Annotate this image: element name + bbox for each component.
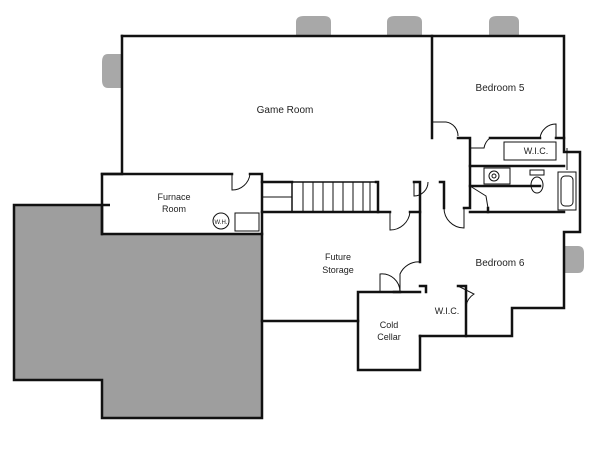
window-well-top-right (489, 16, 519, 36)
window-well-left (102, 54, 122, 88)
sink-icon (488, 170, 500, 182)
label-furnace-room: Room (162, 204, 186, 214)
label-bedroom-5: Bedroom 5 (476, 83, 525, 94)
interior-walls (100, 34, 566, 338)
stairs (262, 181, 379, 213)
door-bedroom5 (432, 121, 459, 137)
door-storage (389, 211, 411, 231)
door-bedroom6 (399, 261, 421, 292)
window-well-top-left (296, 16, 331, 36)
label-wic-lower: W.I.C. (435, 306, 460, 316)
door-bedroom6-top (443, 207, 465, 229)
room-labels: Game Room Bedroom 5 W.I.C. Furnace Room … (157, 83, 548, 342)
label-wic-upper: W.I.C. (524, 146, 549, 156)
door-wic-lower (457, 285, 476, 307)
window-wells (102, 16, 584, 273)
door-wic-upper (539, 123, 557, 139)
toilet-tank (529, 169, 545, 176)
label-cold-cellar: Cellar (377, 332, 401, 342)
door-swings (231, 121, 557, 307)
water-heater-icon (212, 212, 230, 230)
window-well-top-middle (387, 16, 422, 36)
bathroom-fixtures (483, 141, 577, 211)
toilet-icon (530, 176, 544, 194)
mechanical (102, 203, 260, 232)
label-game-room: Game Room (257, 105, 314, 116)
door-cold-cellar (379, 273, 401, 293)
window-well-right (565, 246, 584, 273)
label-furnace: Furnace (157, 192, 190, 202)
vanity (483, 167, 511, 185)
door-hall-bath (470, 137, 491, 149)
label-cold: Cold (380, 320, 399, 330)
label-future: Future (325, 252, 351, 262)
wic-upper-shelf (503, 141, 557, 161)
label-bedroom-6: Bedroom 6 (476, 258, 525, 269)
label-future-storage: Storage (322, 265, 354, 275)
door-bath (469, 185, 489, 209)
furnace-unit (234, 212, 260, 232)
unfinished-area (12, 203, 264, 420)
bathtub (557, 171, 577, 211)
door-furnace (231, 173, 251, 191)
label-wh: W.H. (215, 220, 228, 226)
door-hall (413, 181, 429, 197)
